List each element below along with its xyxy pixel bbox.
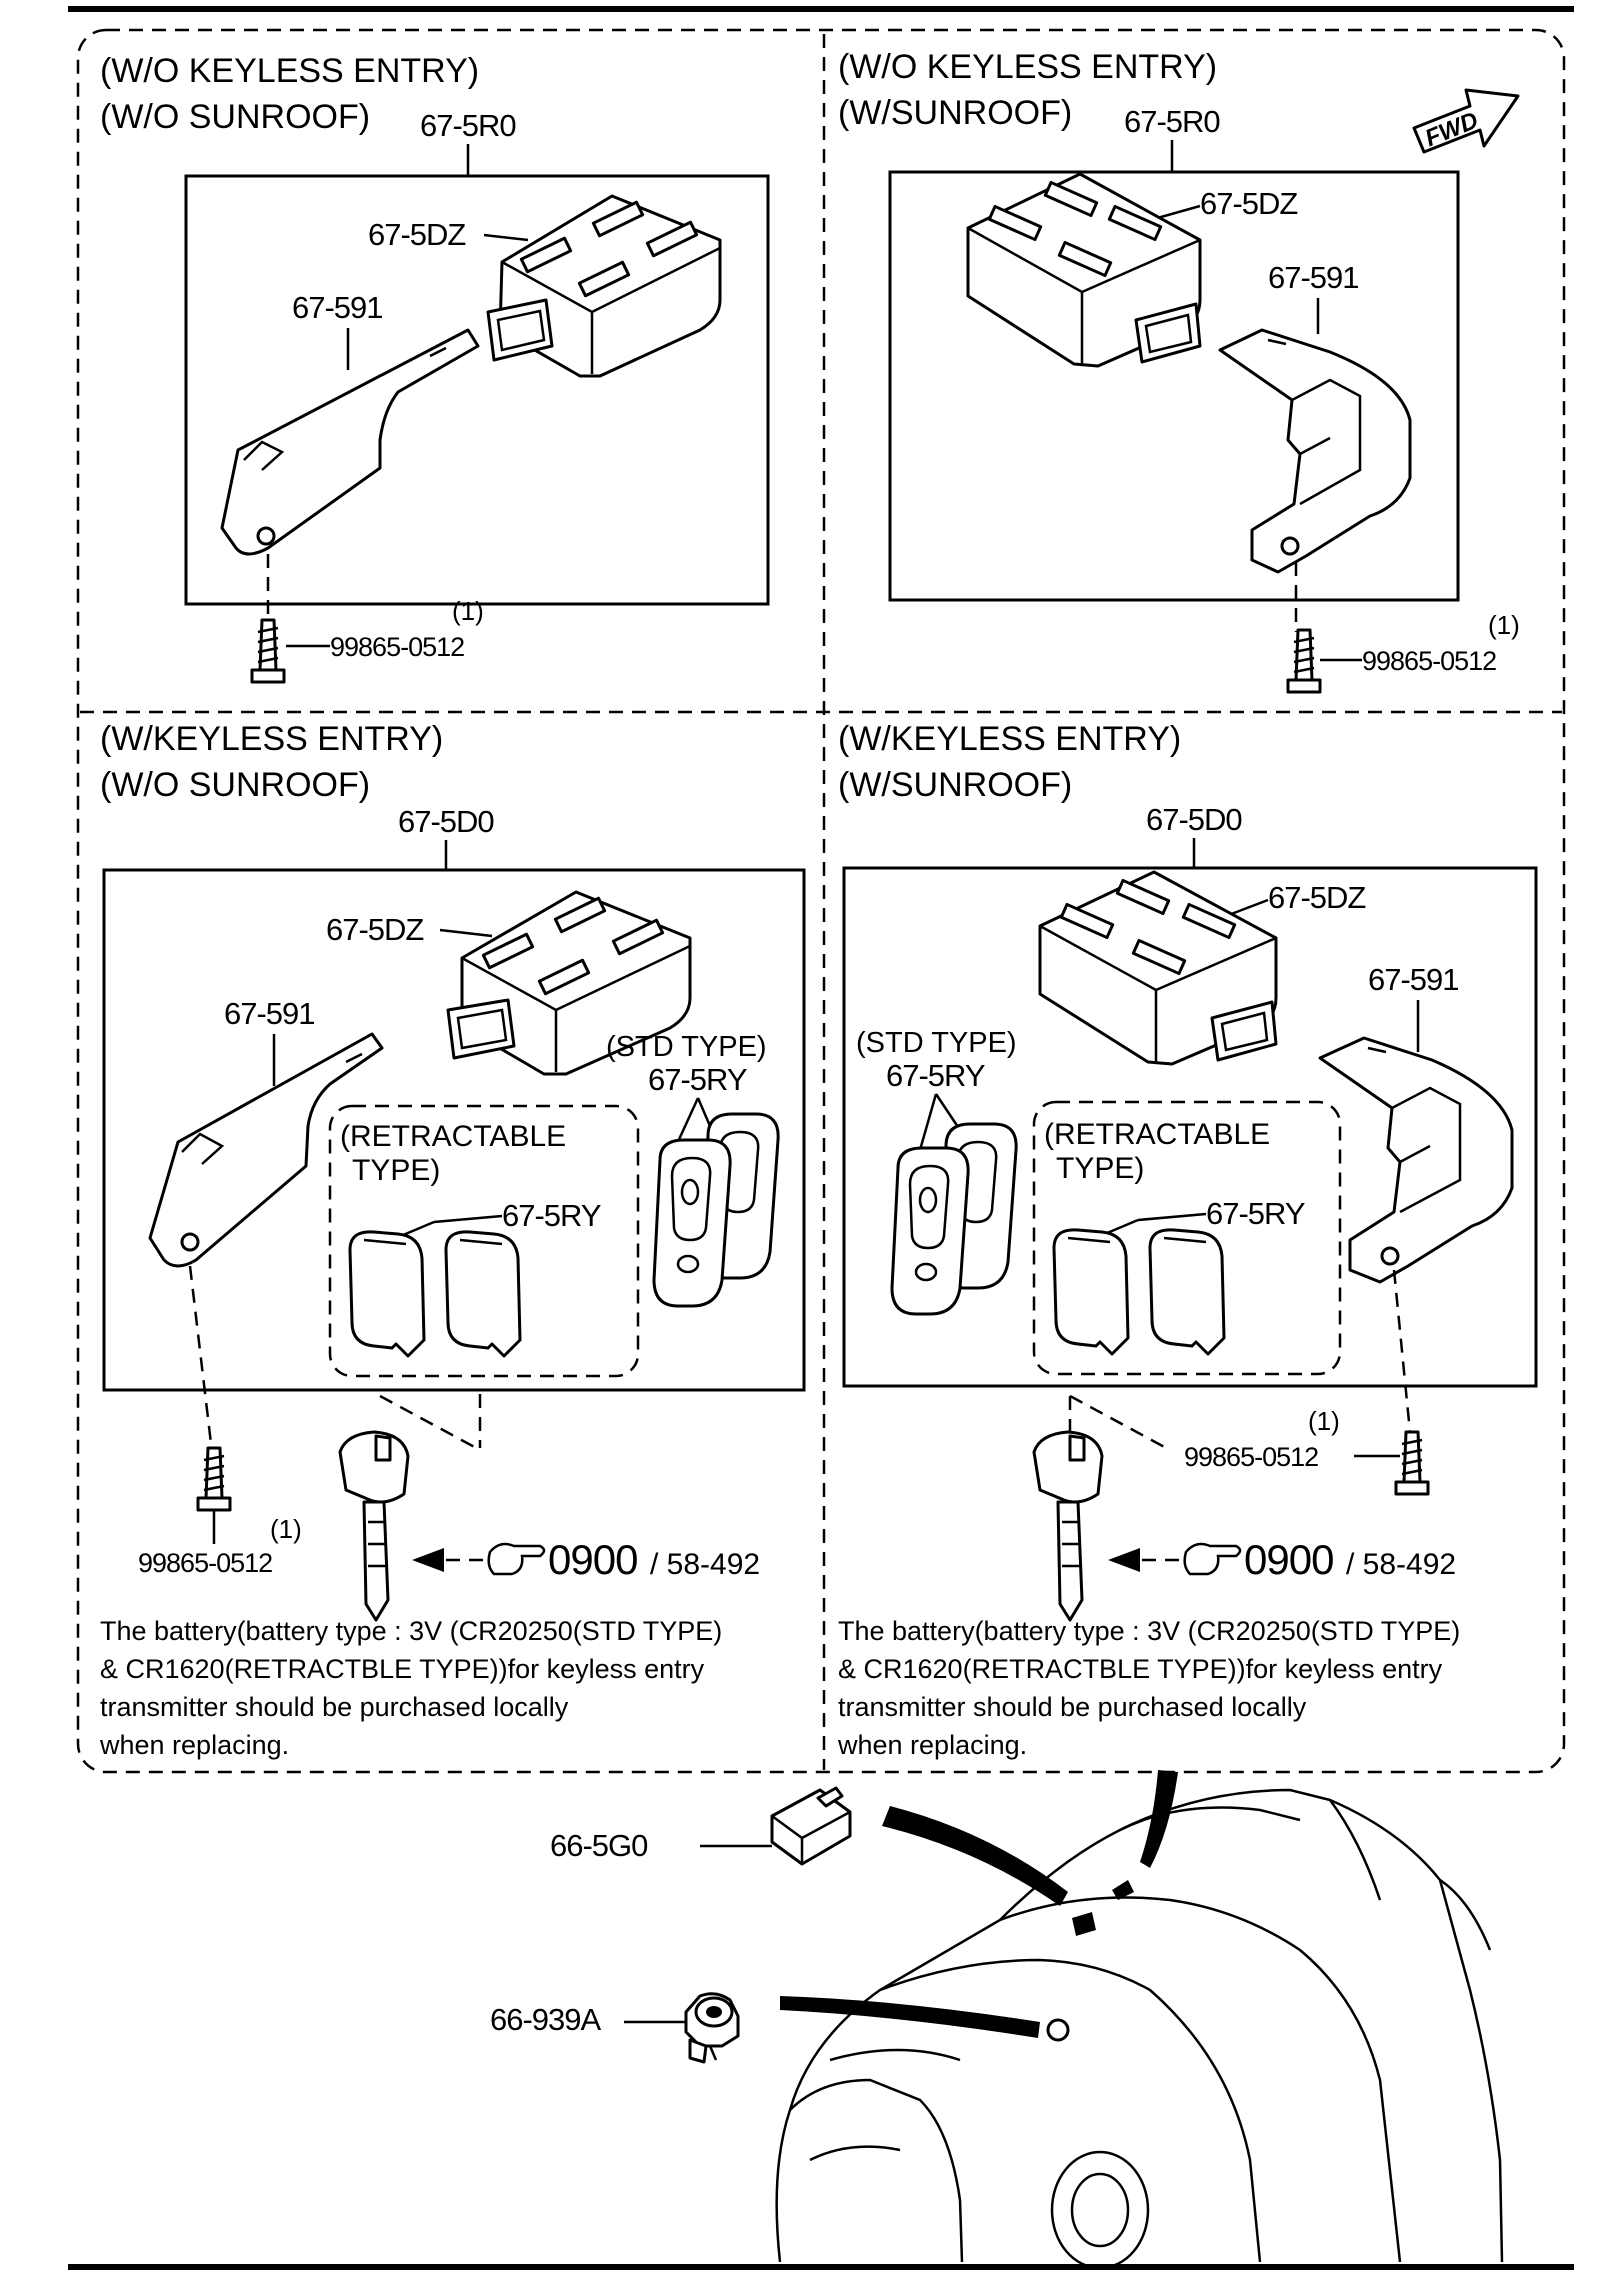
panel-4-qty: (1) — [1308, 1406, 1340, 1436]
panel-3-note-line-4: when replacing. — [99, 1730, 289, 1760]
panel-3-screw-label: 99865-0512 — [138, 1548, 272, 1578]
panel-3-retract-type-line-1: (RETRACTABLE — [340, 1120, 566, 1153]
panel-4-unit-label: 67-5D0 — [1146, 802, 1242, 837]
panel-4-note-line-3: transmitter should be purchased locally — [838, 1692, 1307, 1722]
panel-3-key-ref: 0900 — [548, 1536, 637, 1583]
panel-3-note-line-1: The battery(battery type : 3V (CR20250(S… — [100, 1616, 722, 1646]
switch-leader-top — [1140, 1770, 1178, 1868]
panel-3-header-line-1: (W/KEYLESS ENTRY) — [100, 720, 443, 758]
panel-3-qty: (1) — [270, 1514, 302, 1544]
panel-3-retract-type-line-2: TYPE) — [352, 1154, 440, 1187]
panel-4-module-label: 67-5DZ — [1268, 880, 1365, 915]
panel-2-header-line-1: (W/O KEYLESS ENTRY) — [838, 48, 1217, 86]
panel-2-unit-label: 67-5R0 — [1124, 104, 1220, 139]
panel-1-bracket-icon — [220, 328, 480, 556]
panel-3-header-line-2: (W/O SUNROOF) — [100, 766, 370, 804]
panel-4-key-ref: 0900 — [1244, 1536, 1333, 1583]
vehicle-outline-icon — [775, 1788, 1504, 2270]
panel-w-keyless-w-sunroof: (W/KEYLESS ENTRY) (W/SUNROOF) 67-5D0 67-… — [837, 720, 1538, 1760]
panel-3-std-type-label: (STD TYPE) — [606, 1031, 767, 1063]
panel-2-screw-label: 99865-0512 — [1362, 646, 1496, 676]
panel-4-bracket-label: 67-591 — [1368, 962, 1459, 997]
switch-location-mark — [1046, 2018, 1070, 2042]
panel-1-screw-icon — [250, 618, 286, 684]
panel-4-retract-type-line-2: TYPE) — [1056, 1152, 1144, 1185]
panel-3-note-line-3: transmitter should be purchased locally — [100, 1692, 569, 1722]
panel-4-std-type-label: (STD TYPE) — [856, 1027, 1017, 1059]
panel-3-std-transmitter-icon — [652, 1112, 780, 1308]
panel-4-header-line-2: (W/SUNROOF) — [838, 766, 1072, 804]
panel-4-header-line-1: (W/KEYLESS ENTRY) — [838, 720, 1181, 758]
panel-3-screw-icon — [196, 1446, 232, 1544]
panel-4-note-line-4: when replacing. — [837, 1730, 1027, 1760]
sensor-location-mark — [1072, 1912, 1096, 1936]
panel-3-retractable-transmitter-icon — [348, 1230, 522, 1358]
sensor-icon — [770, 1786, 852, 1866]
panel-1-header-line-2: (W/O SUNROOF) — [100, 98, 370, 136]
panel-4-note-line-2: & CR1620(RETRACTBLE TYPE))for keyless en… — [838, 1654, 1443, 1684]
panel-2-unit-box — [888, 170, 1460, 602]
panel-2-header-line-2: (W/SUNROOF) — [838, 94, 1072, 132]
panel-4-screw-label: 99865-0512 — [1184, 1442, 1318, 1472]
panel-3-key-ref-page: / 58-492 — [650, 1548, 760, 1581]
panel-wo-keyless-wo-sunroof: (W/O KEYLESS ENTRY) (W/O SUNROOF) 67-5R0… — [100, 52, 770, 684]
panel-4-key-ref-page: / 58-492 — [1346, 1548, 1456, 1581]
panel-4-std-transmitter-icon — [890, 1122, 1018, 1316]
panel-3-bracket-icon — [148, 1032, 384, 1268]
panel-2-module-label: 67-5DZ — [1200, 186, 1297, 221]
panel-4-retract-part-label: 67-5RY — [1206, 1196, 1305, 1231]
panel-2-bracket-icon — [1218, 328, 1412, 574]
panel-4-reference-hand-icon — [1183, 1542, 1242, 1576]
panel-1-unit-label: 67-5R0 — [420, 108, 516, 143]
panel-3-note-line-2: & CR1620(RETRACTBLE TYPE))for keyless en… — [100, 1654, 705, 1684]
panel-4-retractable-transmitter-icon — [1052, 1228, 1226, 1356]
panel-1-unit-box — [184, 174, 770, 606]
vehicle-section: 66-5G0 66-939A — [490, 1770, 1504, 2270]
switch-label: 66-939A — [490, 2002, 602, 2037]
panel-1-module-icon — [486, 194, 722, 378]
panel-2-qty: (1) — [1488, 610, 1520, 640]
panel-w-keyless-wo-sunroof: (W/KEYLESS ENTRY) (W/O SUNROOF) 67-5D0 6… — [99, 720, 806, 1760]
panel-4-note-line-1: The battery(battery type : 3V (CR20250(S… — [838, 1616, 1460, 1646]
panel-4-module-icon — [1038, 870, 1278, 1066]
panel-3-retractable-group — [328, 1104, 640, 1378]
panel-4-key-icon — [1032, 1430, 1104, 1622]
panel-4-bracket-icon — [1318, 1036, 1514, 1284]
panel-3-std-part-label: 67-5RY — [648, 1062, 747, 1097]
panel-4-screw-icon — [1394, 1430, 1430, 1496]
panel-3-unit-label: 67-5D0 — [398, 804, 494, 839]
panel-3-bracket-label: 67-591 — [224, 996, 315, 1031]
panel-4-retractable-group — [1032, 1100, 1342, 1376]
panel-2-bracket-label: 67-591 — [1268, 260, 1359, 295]
panel-1-module-label: 67-5DZ — [368, 217, 465, 252]
panel-2-screw-icon — [1286, 628, 1322, 694]
panel-3-module-icon — [446, 890, 692, 1076]
top-rule — [68, 6, 1574, 12]
panel-3-retract-part-label: 67-5RY — [502, 1198, 601, 1233]
sensor-leader-arrow — [882, 1806, 1068, 1906]
panel-3-key-icon — [338, 1430, 410, 1622]
panel-wo-keyless-w-sunroof: (W/O KEYLESS ENTRY) (W/SUNROOF) 67-5R0 F… — [838, 48, 1520, 694]
door-switch-icon — [684, 1992, 740, 2064]
panel-frame — [76, 28, 1566, 1774]
switch-leader-arrow — [780, 1996, 1040, 2038]
panel-1-screw-label: 99865-0512 — [330, 632, 464, 662]
fwd-arrow-icon: FWD — [1412, 88, 1520, 154]
panel-3-unit-box — [102, 868, 806, 1392]
bottom-rule — [68, 2264, 1574, 2270]
panel-2-module-icon — [966, 172, 1202, 368]
panel-4-std-part-label: 67-5RY — [886, 1058, 985, 1093]
panel-1-qty: (1) — [452, 596, 484, 626]
sensor-label: 66-5G0 — [550, 1828, 648, 1863]
panel-1-header-line-1: (W/O KEYLESS ENTRY) — [100, 52, 479, 90]
panel-3-module-label: 67-5DZ — [326, 912, 423, 947]
panel-4-retract-type-line-1: (RETRACTABLE — [1044, 1118, 1270, 1151]
panel-4-unit-box — [842, 866, 1538, 1388]
panel-1-bracket-label: 67-591 — [292, 290, 383, 325]
panel-3-reference-hand-icon — [487, 1542, 546, 1576]
